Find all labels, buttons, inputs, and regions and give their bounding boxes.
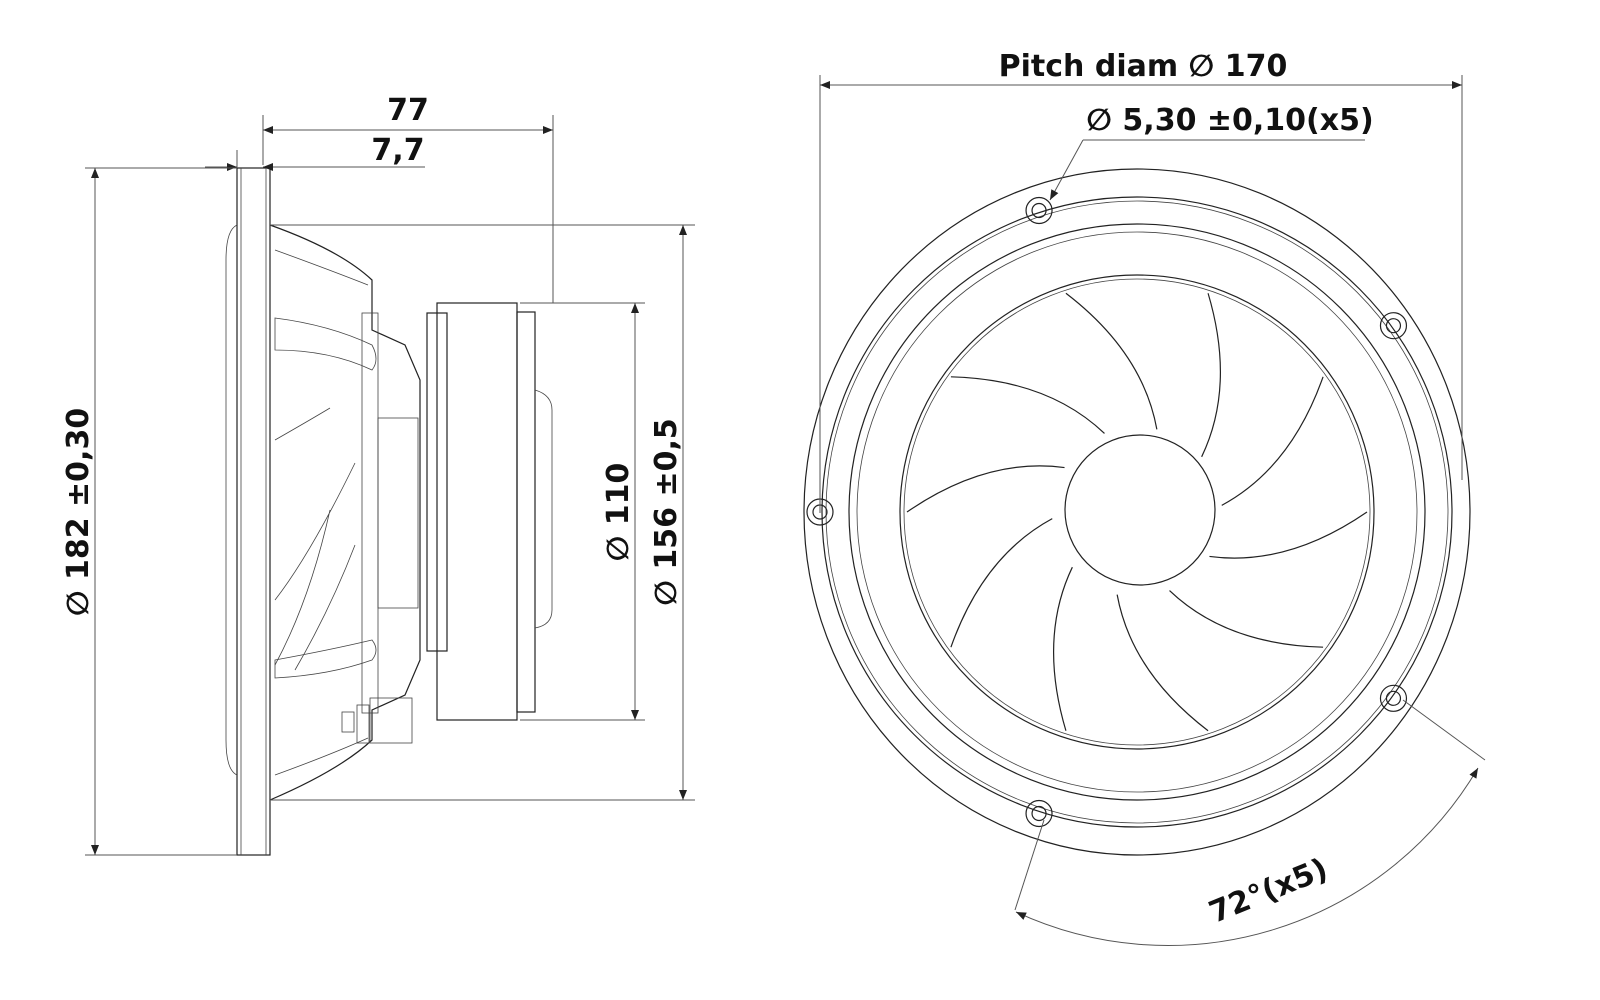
- mounting-hole: [1379, 684, 1408, 712]
- back-plate: [516, 311, 536, 713]
- magnet-diameter-label: ∅ 110: [601, 463, 636, 562]
- cone-rib: [1221, 376, 1324, 506]
- pole-cap: [534, 389, 553, 629]
- cone-rib: [1116, 594, 1209, 732]
- mounting-holes: [806, 196, 1408, 828]
- mounting-hole: [1379, 312, 1408, 340]
- cone-rib: [1169, 590, 1324, 648]
- flange: [236, 167, 271, 856]
- magnet: [436, 302, 518, 721]
- cone-ribs: [906, 292, 1368, 732]
- cone-rib: [950, 376, 1105, 434]
- angle-label: 72°(x5): [1204, 852, 1332, 931]
- flange-label: 7,7: [371, 133, 424, 168]
- terminal: [341, 697, 413, 744]
- depth-label: 77: [387, 93, 429, 128]
- cone-rib: [1201, 293, 1221, 458]
- side-view: [225, 167, 553, 856]
- cone-rib: [906, 465, 1065, 513]
- mounting-hole: [1385, 318, 1402, 334]
- side-dimensions: 77 7,7 ∅ 182 ±0,30 ∅ 156 ±0,5 ∅ 110: [61, 93, 695, 856]
- mounting-hole: [1031, 202, 1047, 219]
- gasket: [225, 224, 238, 776]
- mounting-hole: [1025, 799, 1053, 828]
- mounting-hole: [1025, 196, 1053, 225]
- basket-arm: [274, 639, 377, 679]
- cutout-diameter-label: ∅ 156 ±0,5: [649, 418, 684, 606]
- outer-diameter-label: ∅ 182 ±0,30: [61, 408, 96, 616]
- dust-cap: [1064, 434, 1216, 586]
- front-dimensions: Pitch diam ∅ 170 ∅ 5,30 ±0,10(x5) 72°(x5…: [819, 49, 1486, 947]
- frame-inner: [821, 196, 1453, 828]
- cone-rib: [950, 518, 1053, 648]
- hole-diameter-label: ∅ 5,30 ±0,10(x5): [1086, 103, 1373, 138]
- surround-outer: [848, 223, 1426, 801]
- cone-rib: [1209, 511, 1368, 559]
- front-view: [803, 168, 1471, 856]
- cone-rib: [1053, 566, 1073, 731]
- basket-arm: [274, 317, 377, 371]
- mounting-hole: [1385, 690, 1402, 706]
- cone-rib: [1065, 292, 1158, 430]
- basket: [269, 224, 421, 801]
- cone-edge: [899, 274, 1375, 750]
- pitch-diameter-label: Pitch diam ∅ 170: [999, 49, 1288, 84]
